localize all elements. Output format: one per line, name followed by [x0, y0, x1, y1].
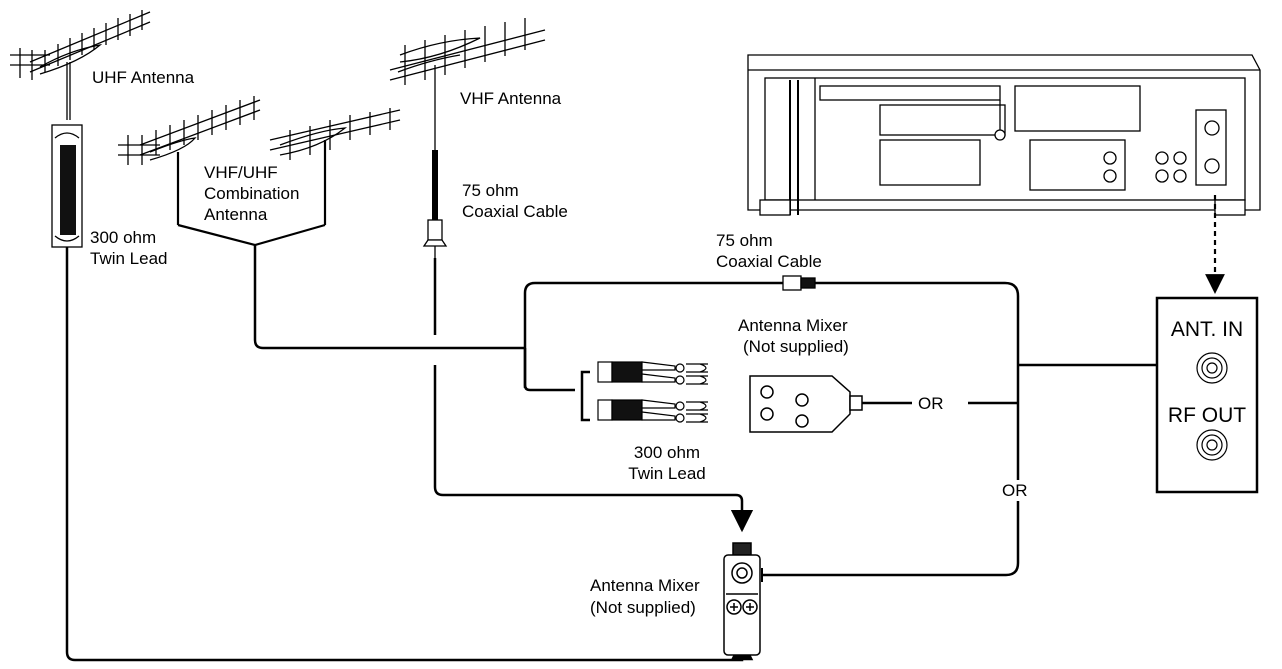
twin-lead-plug-lower [597, 399, 708, 423]
mixer-bottom-label-1: Antenna Mixer [590, 576, 700, 595]
coax-top-label-2: Coaxial Cable [462, 202, 568, 221]
twin-lead-left-label-2: Twin Lead [90, 249, 168, 268]
coax-mid-label-2: Coaxial Cable [716, 252, 822, 271]
vhf-antenna-label: VHF Antenna [460, 89, 562, 108]
combo-antenna-label-2: Combination [204, 184, 300, 203]
vcr-rear-panel-icon [747, 54, 1261, 216]
antenna-mixer-bottom-icon [723, 542, 761, 656]
combo-antenna-label-3: Antenna [204, 205, 268, 224]
rf-out-label: RF OUT [1167, 404, 1247, 427]
twin-lead-left-label-1: 300 ohm [90, 228, 157, 247]
mixer-bottom-label-2: (Not supplied) [590, 598, 696, 617]
uhf-antenna-icon [10, 10, 151, 120]
or-label-vertical: OR [1002, 480, 1028, 501]
combination-feed-line [253, 245, 525, 350]
twin-lead-mid-label-2: Twin Lead [628, 464, 706, 483]
twin-lead-plug-upper [597, 361, 708, 385]
mixer-top-label-1: Antenna Mixer [738, 316, 848, 335]
vhf-coax-section [432, 150, 438, 220]
antenna-mixer-middle-icon [749, 375, 863, 433]
combination-antenna-icon [118, 96, 401, 225]
combination-antenna-bracket [177, 223, 326, 247]
vhf-antenna-icon [389, 18, 546, 150]
mixer-top-label-2: (Not supplied) [743, 337, 849, 356]
vhf-coax-connector [422, 219, 448, 258]
rf-out-jack-icon [1196, 429, 1228, 461]
twin-lead-bracket [580, 370, 590, 422]
coax-connector-mid [782, 275, 1005, 291]
twin-lead-cable-left [51, 124, 83, 255]
coax-mid-label-1: 75 ohm [716, 231, 773, 250]
ant-in-label: ANT. IN [1170, 318, 1244, 341]
uhf-antenna-label: UHF Antenna [92, 68, 195, 87]
ant-in-jack-icon [1196, 352, 1228, 384]
right-rail-line [762, 281, 1020, 577]
or-label-horizontal: OR [918, 394, 944, 413]
twin-lead-mid-label-1: 300 ohm [633, 443, 701, 462]
combo-antenna-label-1: VHF/UHF [204, 163, 278, 182]
middle-loop-line [523, 281, 783, 388]
vhf-feed-lower [433, 365, 754, 533]
coax-top-label-1: 75 ohm [462, 181, 519, 200]
uhf-feed-line [65, 255, 754, 662]
